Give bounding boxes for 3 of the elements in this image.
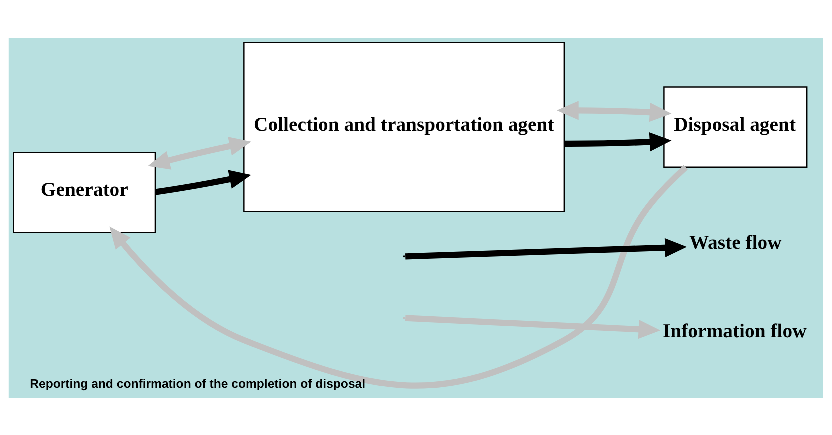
legend-label: Waste flow (689, 232, 782, 254)
edge-label: Reporting and confirmation of the completion of disposal (30, 376, 366, 391)
legend-label: Information flow (662, 320, 807, 342)
